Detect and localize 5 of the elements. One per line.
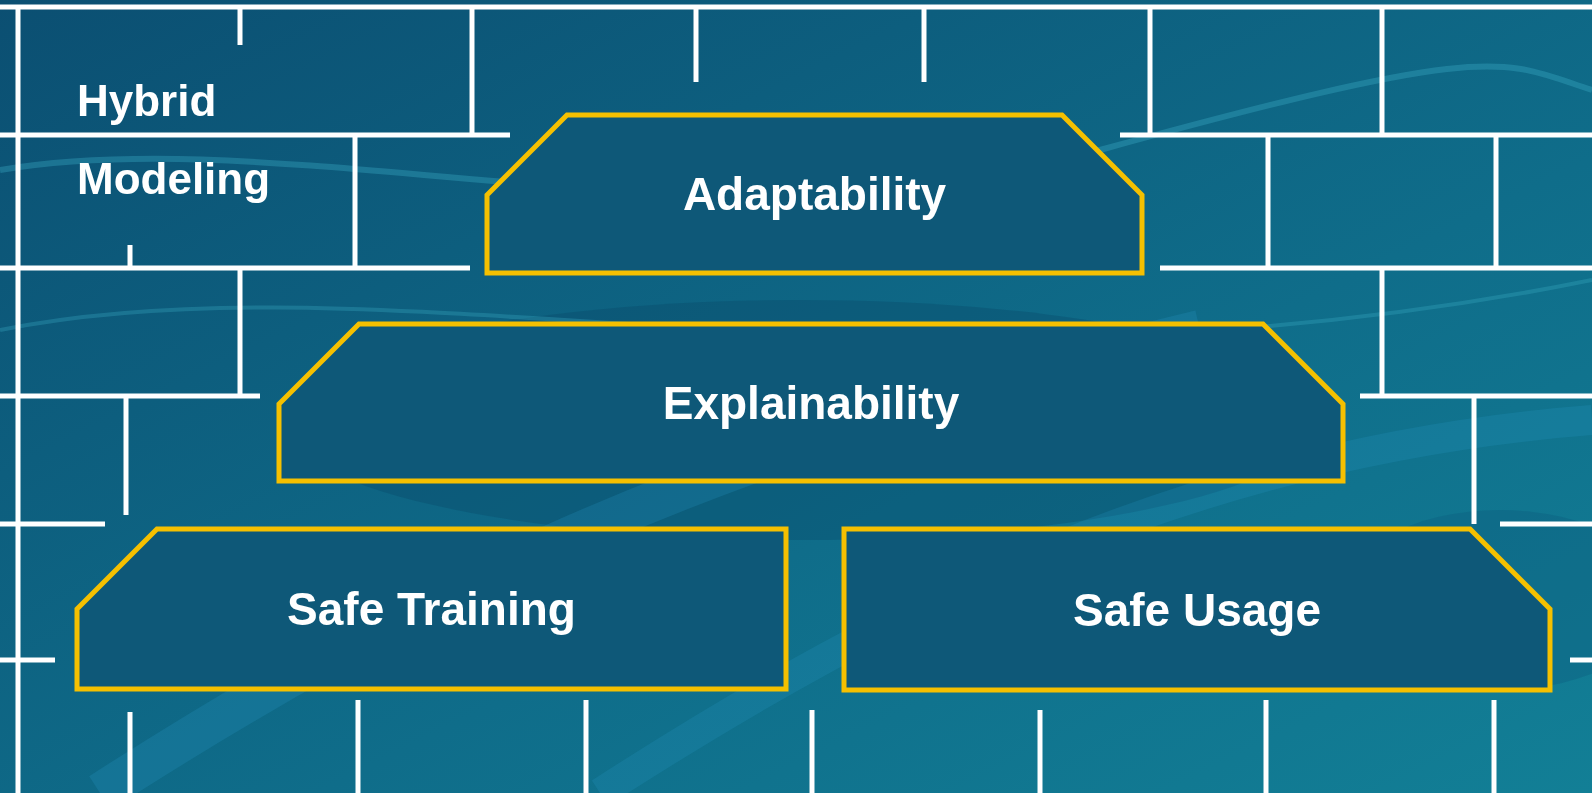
block-label: Safe Usage: [1073, 582, 1321, 637]
block-label: Adaptability: [682, 167, 947, 221]
block-label: Explainability: [662, 375, 960, 430]
brick-label: Hybrid Modeling: [77, 75, 272, 205]
block-label: Safe Training: [287, 582, 576, 636]
